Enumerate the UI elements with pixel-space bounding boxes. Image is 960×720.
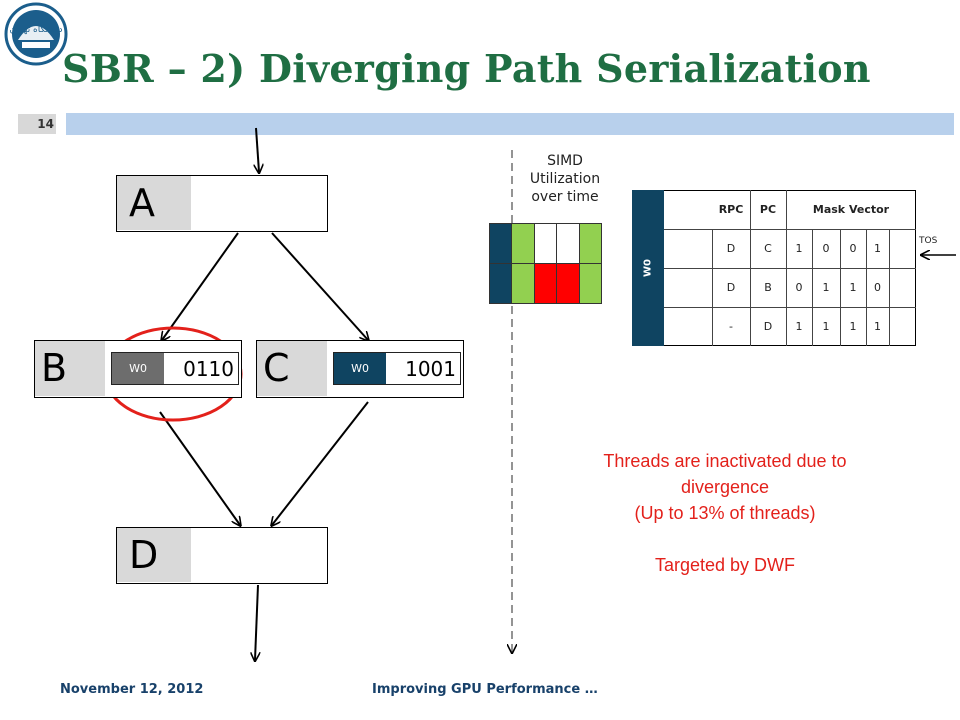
- block-c-label: C: [257, 341, 327, 396]
- arrow-c-to-d: [272, 401, 369, 525]
- stack-table-warp-label: W0: [642, 259, 654, 277]
- note-line2: divergence: [680, 477, 770, 497]
- table-col-divider: [812, 229, 813, 346]
- logo-text: دانشگاه تهران: [9, 23, 62, 35]
- row-pc: B: [764, 281, 772, 294]
- row-mask-bit: 1: [849, 320, 857, 333]
- simd-utilization-grid: [489, 223, 602, 304]
- note-line4: Targeted by DWF: [654, 555, 796, 575]
- simd-cell: [578, 223, 602, 264]
- table-row-divider: [664, 307, 916, 308]
- slide-title: SBR – 2) Diverging Path Serialization: [62, 46, 871, 91]
- stack-table-warp: W0: [632, 190, 664, 346]
- simd-label-line3: over time: [531, 189, 599, 205]
- block-b-mask: W0 0110: [111, 352, 239, 385]
- table-col-divider: [750, 190, 751, 346]
- simd-cell: [533, 263, 558, 304]
- row-mask-bit: 1: [795, 242, 803, 255]
- table-col-divider: [712, 229, 713, 346]
- row-pc: C: [764, 242, 772, 255]
- footer-date: November 12, 2012: [60, 682, 204, 697]
- row-mask-bit: 1: [874, 320, 881, 333]
- block-b-warp: W0: [112, 353, 164, 384]
- block-c-mask: W0 1001: [333, 352, 461, 385]
- block-c-mask-value: 1001: [405, 356, 456, 381]
- table-col-divider: [786, 190, 787, 346]
- row-rpc: D: [726, 281, 736, 294]
- simd-label-line2: Utilization: [529, 171, 601, 187]
- simd-utilization-label: SIMD Utilization over time: [515, 152, 615, 206]
- row-mask-bit: 0: [822, 242, 830, 255]
- row-mask-bit: 1: [874, 242, 881, 255]
- simd-cell: [511, 263, 535, 304]
- arrow-into-a: [256, 127, 259, 172]
- row-mask-bit: 0: [849, 242, 857, 255]
- note-line3: (Up to 13% of threads): [634, 503, 816, 523]
- arrow-a-to-b: [162, 232, 239, 340]
- block-c: C W0 1001: [256, 340, 464, 398]
- row-mask-bit: 1: [849, 281, 857, 294]
- university-logo: دانشگاه تهران: [4, 2, 68, 66]
- note-line1: Threads are inactivated due to: [603, 451, 847, 471]
- simd-cell: [556, 223, 580, 264]
- header-bar: [66, 113, 954, 135]
- simd-cell: [533, 223, 558, 264]
- row-mask-bit: 1: [822, 320, 830, 333]
- arrow-a-to-c: [271, 232, 368, 340]
- simd-cell: [578, 263, 602, 304]
- footer-title: Improving GPU Performance …: [372, 682, 598, 697]
- block-b: B W0 0110: [34, 340, 242, 398]
- row-mask-bit: 0: [795, 281, 803, 294]
- tos-label: TOS: [919, 236, 938, 246]
- block-d-label: D: [117, 528, 191, 582]
- arrow-b-to-d: [159, 411, 240, 525]
- block-b-label: B: [35, 341, 105, 396]
- simd-label-line1: SIMD: [547, 153, 583, 169]
- header-pc: PC: [759, 203, 777, 216]
- simd-cell: [556, 263, 580, 304]
- simd-cell: [489, 223, 513, 264]
- header-mask-vector: Mask Vector: [812, 203, 890, 216]
- row-mask-bit: 1: [795, 320, 803, 333]
- block-c-warp: W0: [334, 353, 386, 384]
- divergence-note: Threads are inactivated due to divergenc…: [540, 448, 910, 578]
- table-row-divider: [664, 229, 916, 230]
- block-a-label: A: [117, 176, 191, 230]
- slide-number: 14: [18, 114, 56, 134]
- block-b-mask-value: 0110: [183, 356, 234, 381]
- arrow-out-of-d: [255, 584, 258, 660]
- row-mask-bit: 0: [874, 281, 881, 294]
- table-col-divider: [889, 229, 890, 346]
- row-rpc: D: [726, 242, 736, 255]
- block-a: A: [116, 175, 328, 232]
- row-pc: D: [763, 320, 773, 333]
- row-rpc: -: [729, 320, 733, 333]
- simd-cell: [511, 223, 535, 264]
- table-col-divider: [866, 229, 867, 346]
- header-rpc: RPC: [718, 203, 744, 216]
- row-mask-bit: 1: [822, 281, 830, 294]
- simd-cell: [489, 263, 513, 304]
- block-d: D: [116, 527, 328, 584]
- table-row-divider: [664, 268, 916, 269]
- table-col-divider: [840, 229, 841, 346]
